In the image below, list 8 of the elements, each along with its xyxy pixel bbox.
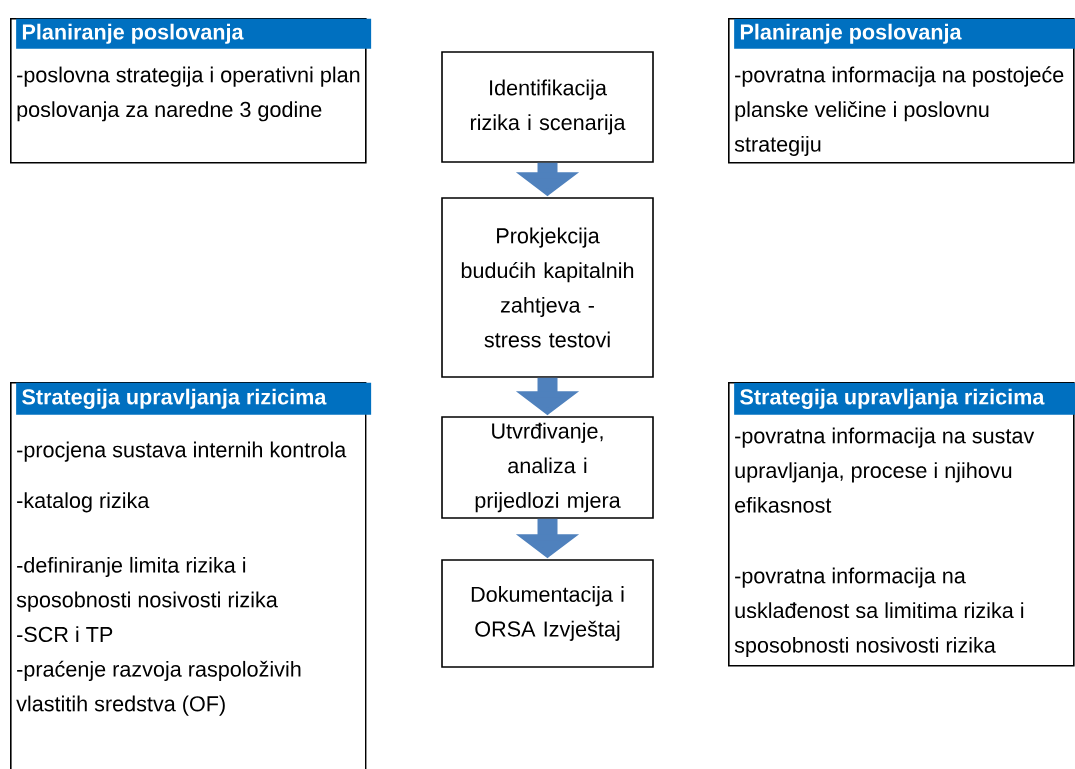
process-box: Dokumentacija i ORSA Izvještaj xyxy=(441,559,654,668)
process-box: Utvrđivanje, analiza i prijedlozi mjera xyxy=(441,416,654,519)
process-box: Prokjekcija budućih kapitalnih zahtjeva - stress testovi xyxy=(441,197,654,378)
info-box: Strategija upravljanja rizicima -povratna informacija na sustav upravljanja, procese i njihovu efikasnost -povratna informacija na usklađenost sa limitima rizika i sposobnosti nosivosti rizika xyxy=(728,382,1075,667)
info-box: Planiranje poslovanja -poslovna strategija i operativni plan poslovanja za naredne 3 godine xyxy=(10,18,372,164)
process-box: Identifikacija rizika i scenarija xyxy=(441,51,654,163)
info-box: Strategija upravljanja rizicima -procjena sustava internih kontrola -katalog rizika -definiranje limita rizika i sposobnosti nosivosti rizika -SCR i TP -praćenje razvoja raspoloživih vlastitih sredstva (OF) xyxy=(10,382,372,769)
info-box: Planiranje poslovanja -povratna informacija na postojeće planske veličine i poslovnu strategiju xyxy=(728,18,1075,164)
